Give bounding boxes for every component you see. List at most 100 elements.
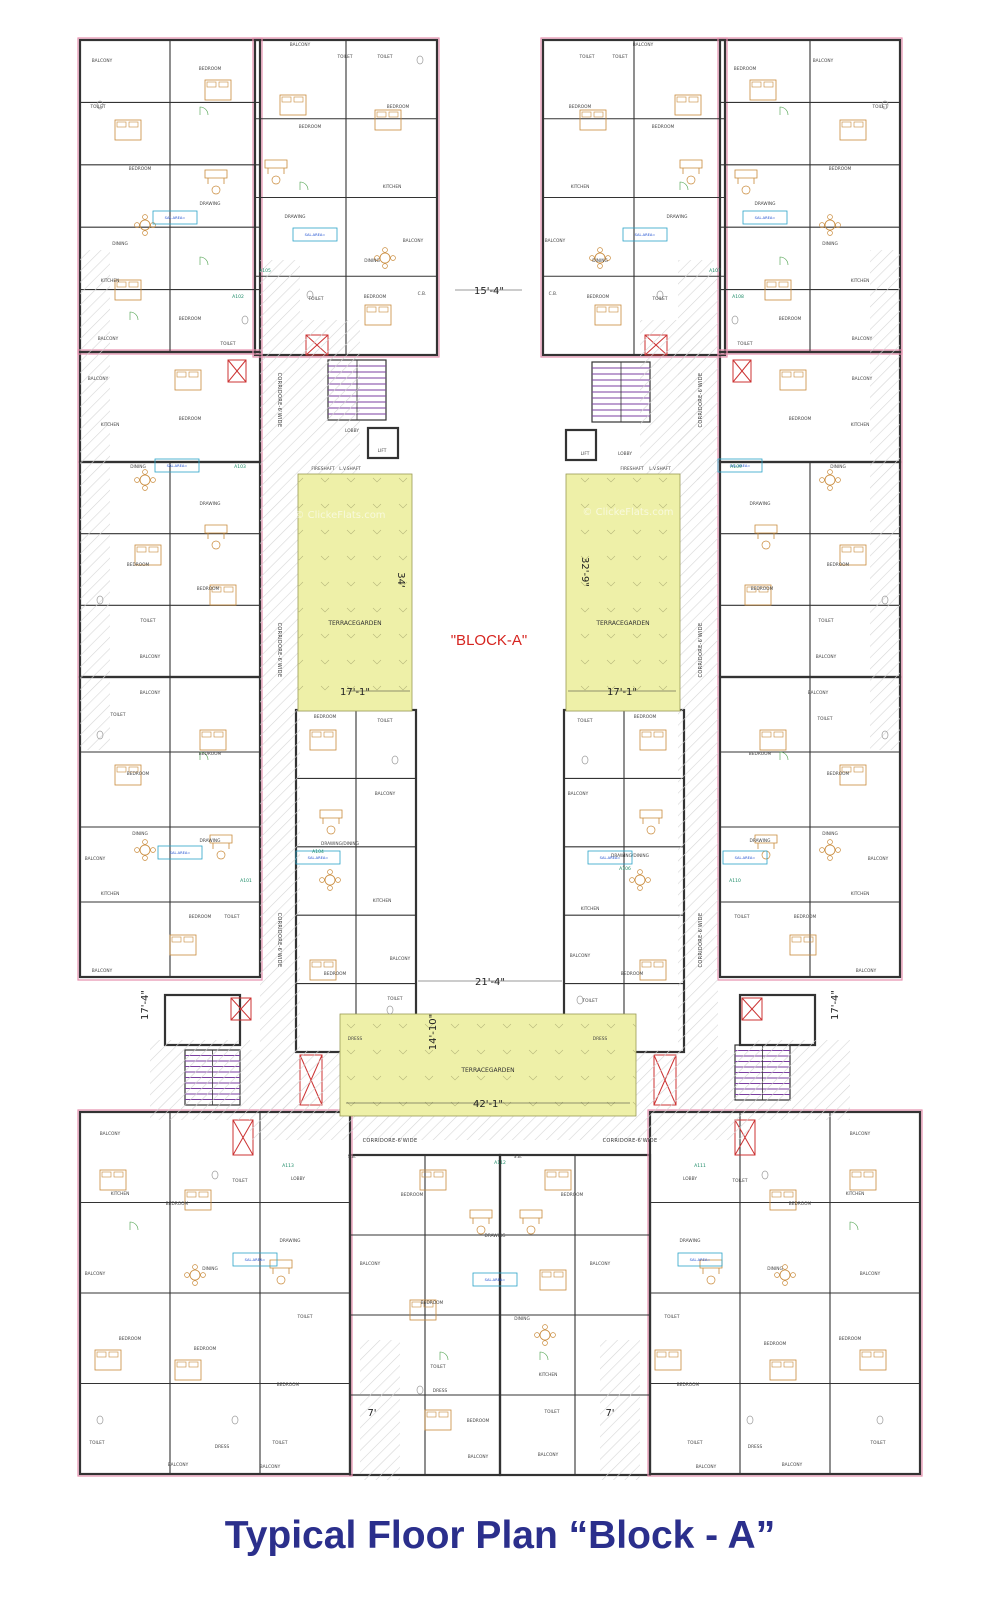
chair-icon xyxy=(319,877,325,883)
chair-icon xyxy=(142,469,148,475)
table-icon xyxy=(211,540,221,550)
table-icon xyxy=(741,185,751,195)
room-label-toilet: TOILET xyxy=(816,716,832,722)
corridor-hatch xyxy=(260,260,300,1130)
door-swing xyxy=(779,256,789,266)
pillow-icon xyxy=(116,281,127,288)
room-label-dining: DINING xyxy=(822,831,838,837)
room-label-toilet: TOILET xyxy=(219,341,235,347)
pillow-icon xyxy=(851,1171,862,1178)
bed-icon xyxy=(174,369,202,391)
terrace-label: TERRACEGARDEN xyxy=(327,620,381,627)
wc-icon xyxy=(241,315,249,325)
pillow-icon xyxy=(213,731,224,738)
room-label-dining: DINING xyxy=(822,241,838,247)
room-label-toilet: TOILET xyxy=(386,996,402,1002)
chair-icon xyxy=(200,1272,206,1278)
room-label-drawing: DRAWING xyxy=(200,201,221,207)
bed-icon xyxy=(579,109,607,131)
bed-icon xyxy=(764,279,792,301)
room-label-toilet: TOILET xyxy=(109,712,125,718)
pillow-icon xyxy=(198,1191,209,1198)
table-icon xyxy=(476,1225,486,1235)
sofa-icon xyxy=(209,834,233,849)
room-label-dining: DINING xyxy=(767,1266,783,1272)
room-label-toilet: TOILET xyxy=(581,998,597,1004)
dimension-bottom-terrace-width: 42'-1" xyxy=(473,1099,503,1110)
pillow-icon xyxy=(176,371,187,378)
pillow-icon xyxy=(423,1301,434,1308)
room-label-toilet: TOILET xyxy=(611,54,627,60)
pillow-icon xyxy=(861,1351,872,1358)
room-label-bedroom: BEDROOM xyxy=(324,971,347,977)
room-label-dining: DINING xyxy=(592,258,608,264)
room-label-kitchen: KITCHEN xyxy=(101,422,120,428)
room-label-bedroom: BEDROOM xyxy=(129,166,152,172)
room-label-toilet: TOILET xyxy=(578,54,594,60)
unit-code: A109 xyxy=(730,464,742,470)
dining-table-icon xyxy=(824,219,836,231)
table-icon xyxy=(686,175,696,185)
room-label-drawing: DRAWING xyxy=(200,838,221,844)
unit-code: A113 xyxy=(282,1163,294,1169)
dining-table-icon xyxy=(139,844,151,856)
pillow-icon xyxy=(553,1271,564,1278)
room-label-bedroom: BEDROOM xyxy=(839,1336,862,1342)
chair-icon xyxy=(327,885,333,891)
room-label-bedroom: BEDROOM xyxy=(634,714,657,720)
bed-icon xyxy=(639,959,667,981)
pillow-icon xyxy=(853,766,864,773)
room-label-bedroom: BEDROOM xyxy=(749,751,772,757)
pillow-icon xyxy=(116,121,127,128)
unit-code: A102 xyxy=(232,294,244,300)
pillow-icon xyxy=(653,731,664,738)
room-label-drawing: DRAWING xyxy=(667,214,688,220)
room-label-toilet: TOILET xyxy=(139,618,155,624)
pillow-icon xyxy=(771,1361,782,1368)
walls-layer xyxy=(77,37,923,1477)
chair-icon xyxy=(184,1272,190,1278)
saleable-area-label: SAL.AREA= xyxy=(167,464,188,468)
pillow-icon xyxy=(176,1361,187,1368)
room-label-balcony: BALCONY xyxy=(570,953,591,959)
room-label-kitchen: KITCHEN xyxy=(851,278,870,284)
room-label-balcony: BALCONY xyxy=(403,238,424,244)
door-swing xyxy=(439,1351,449,1361)
chair-icon xyxy=(192,1264,198,1270)
outer-skin xyxy=(717,37,903,355)
pillow-icon xyxy=(171,936,182,943)
room-label-balcony: BALCONY xyxy=(808,690,829,696)
room-label-balcony: BALCONY xyxy=(782,1462,803,1468)
pillow-icon xyxy=(676,96,687,103)
chair-icon xyxy=(827,485,833,491)
corridor-label: CORRIDORE-6'WIDE xyxy=(698,373,704,428)
room-label-balcony: BALCONY xyxy=(696,1464,717,1470)
dimension-bottom-terrace-height: 14'-10" xyxy=(428,1014,439,1050)
bed-icon xyxy=(839,764,867,786)
room-label-balcony: BALCONY xyxy=(545,238,566,244)
saleable-area-box xyxy=(154,458,200,473)
room-label-kitchen: KITCHEN xyxy=(101,278,120,284)
wall-block xyxy=(366,426,400,460)
unit-code: A105 xyxy=(259,268,271,274)
wc-icon xyxy=(746,1415,754,1425)
dining-table-icon xyxy=(539,1329,551,1341)
room-label-toilet: TOILET xyxy=(336,54,352,60)
room-label-toilet: TOILET xyxy=(88,1440,104,1446)
room-label-toilet: TOILET xyxy=(231,1178,247,1184)
room-label-bedroom: BEDROOM xyxy=(199,751,222,757)
room-label-toilet: TOILET xyxy=(576,718,592,724)
shaft-cross xyxy=(232,1119,254,1156)
room-label-balcony: BALCONY xyxy=(92,968,113,974)
saleable-area-label: SAL.AREA= xyxy=(165,216,186,220)
bed-icon xyxy=(279,94,307,116)
pillow-icon xyxy=(781,371,792,378)
room-label-balcony: BALCONY xyxy=(98,336,119,342)
room-label-toilet: TOILET xyxy=(376,54,392,60)
chair-icon xyxy=(835,222,841,228)
room-label-lvshaft: L.V.SHAFT xyxy=(339,466,361,472)
bed-icon xyxy=(209,584,237,606)
pillow-icon xyxy=(593,111,604,118)
room-label-balcony: BALCONY xyxy=(852,336,873,342)
room-label-bedroom: BEDROOM xyxy=(199,66,222,72)
